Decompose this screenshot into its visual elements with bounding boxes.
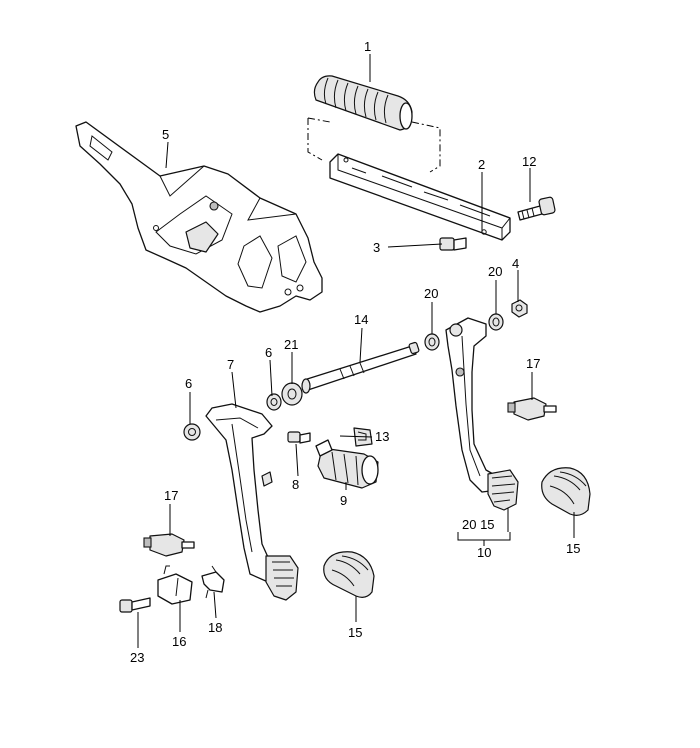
leader-lines — [137, 54, 575, 648]
callout-13: 13 — [375, 429, 389, 444]
part-17-switch-right — [507, 397, 557, 421]
part-4-nut — [511, 299, 528, 318]
part-7-clutch-pedal — [205, 403, 299, 601]
callout-21: 21 — [284, 337, 298, 352]
part-17-switch-left — [143, 533, 195, 557]
callout-6-lower: 6 — [185, 376, 192, 391]
part-10-brake-pedal — [445, 317, 519, 511]
part-12-bolt — [517, 196, 556, 221]
callout-1: 1 — [364, 39, 371, 54]
callout-20-left: 20 — [424, 286, 438, 301]
part-6-bushing-lower — [183, 423, 201, 441]
part-6-bushing-upper — [266, 393, 282, 411]
callout-3: 3 — [373, 240, 380, 255]
callout-9: 9 — [340, 493, 347, 508]
callout-16: 16 — [172, 634, 186, 649]
part-3-bolt — [439, 237, 467, 251]
part-21-bushing — [281, 382, 303, 406]
part-9-spring-cylinder — [315, 439, 379, 489]
part-16-switch-holder — [157, 565, 193, 605]
callout-8: 8 — [292, 477, 299, 492]
part-15-pedal-pad-right — [541, 467, 591, 516]
part-8-bolt — [287, 431, 311, 444]
part-14-pivot-shaft — [301, 341, 420, 394]
callout-14: 14 — [354, 312, 368, 327]
callout-20-right: 20 — [488, 264, 502, 279]
callout-15-right: 15 — [566, 541, 580, 556]
callout-10-subparts: 20 15 — [462, 517, 495, 532]
callout-10: 10 — [477, 545, 491, 560]
callout-6-upper: 6 — [265, 345, 272, 360]
callout-15-center: 15 — [348, 625, 362, 640]
callout-5: 5 — [162, 127, 169, 142]
part-20-bushing-left — [424, 333, 440, 351]
callout-7: 7 — [227, 357, 234, 372]
assembly-reference-line — [307, 117, 441, 173]
part-5-pedal-support-frame — [75, 121, 323, 313]
callout-17-right: 17 — [526, 356, 540, 371]
part-1-rubber-boot — [313, 75, 413, 131]
callout-2: 2 — [478, 157, 485, 172]
callout-18: 18 — [208, 620, 222, 635]
part-20-bushing-right — [488, 313, 504, 331]
part-18-bracket — [201, 565, 225, 599]
callout-4: 4 — [512, 256, 519, 271]
part-2-mounting-bracket — [329, 153, 511, 241]
part-23-bolt — [119, 597, 151, 613]
callout-12: 12 — [522, 154, 536, 169]
callout-labels: 1 2 3 4 5 6 6 7 8 9 10 20 15 12 13 14 15… — [130, 39, 580, 665]
callout-17-left: 17 — [164, 488, 178, 503]
part-15-pedal-pad-center — [323, 551, 375, 598]
callout-23: 23 — [130, 650, 144, 665]
